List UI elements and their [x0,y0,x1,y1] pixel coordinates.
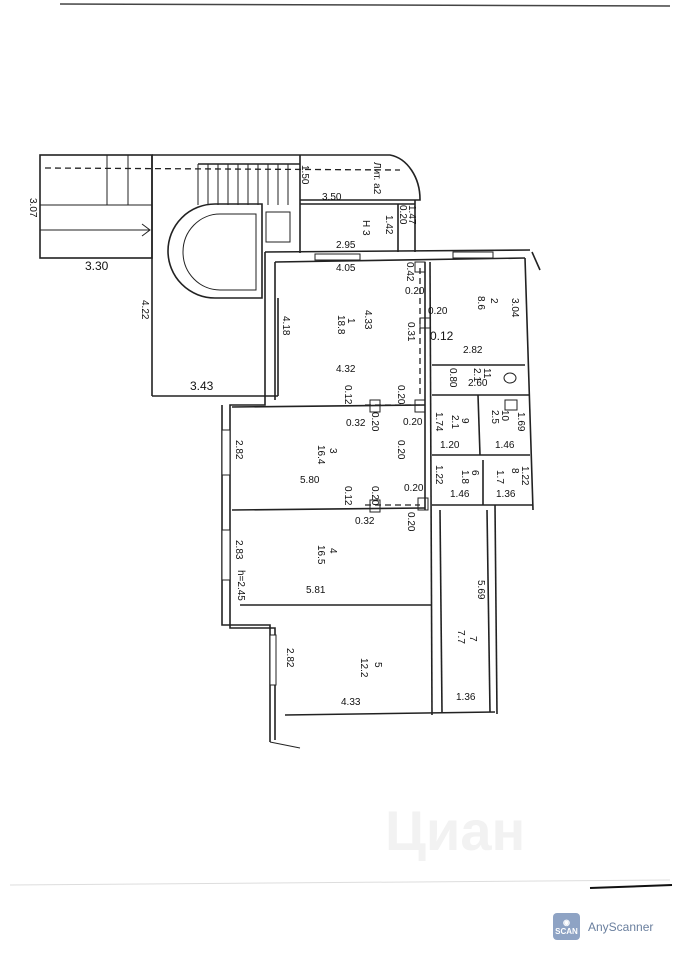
room-11-area: 2.1 [471,368,482,382]
dim: 0.12 [342,385,353,405]
room-6-height: 1.22 [433,465,444,485]
dim-h3-b: 1.42 [383,215,394,235]
dim: 0.20 [404,483,424,494]
room-8-bottom: 1.36 [496,489,516,500]
dim: 0.32 [346,418,366,429]
dim: 0.20 [428,306,448,317]
dim-landing-width: 3.43 [190,379,214,393]
room-9-number: 9 [459,418,470,424]
dim-landing-height: 4.22 [139,300,150,320]
room-3-bottom: 5.80 [300,475,320,486]
dim: 0.12 [342,486,353,506]
watermark: Циан [385,799,525,862]
room-10-number: 10 [499,410,510,422]
room-7-number: 7 [467,636,478,642]
room-10: 10 2.5 1.69 1.46 [489,410,526,451]
room-1: 4.05 4.33 1 18.8 4.18 4.32 [280,263,373,375]
dim: 0.12 [430,329,454,343]
room-4-height: 2.83 [233,540,244,560]
room-6-number: 6 [469,470,480,476]
room-5-number: 5 [372,662,383,668]
room-1-width: 4.05 [336,263,356,274]
dim-flight: 1.50 [299,165,310,185]
room-4-ceiling: h=2.45 [235,570,246,601]
room-11: 11 2.1 2.60 0.80 [447,368,492,389]
lit-label: Лит. а2 [371,162,382,195]
scan-edge-top [59,3,671,7]
dim: 0.20 [395,385,406,405]
room-7: 7 7.7 5.69 1.36 [455,580,486,703]
dim: 0.20 [405,286,425,297]
dim: 0.20 [405,512,416,532]
dim-h3-a: 3.50 [322,192,342,203]
room-1-left: 4.18 [280,316,291,336]
room-11-height: 0.80 [447,368,458,388]
scan-logo-text: SCAN [555,926,578,936]
dim: 0.32 [355,516,375,527]
room-2-bottom: 2.82 [463,345,483,356]
dim-h3-e: 2.95 [336,240,356,251]
wall-dimensions: 0.42 0.20 0.20 0.31 0.12 0.12 0.20 0.32 … [342,262,454,532]
room-8: 8 1.7 1.22 1.36 [494,466,530,500]
room-3-area: 16.4 [315,445,326,465]
room-6-area: 1.8 [459,470,470,484]
room-5: 5 12.2 2.82 4.33 [284,648,383,708]
room-3: 3 16.4 2.82 5.80 [233,440,338,486]
room-10-area: 2.5 [489,410,500,424]
anyscanner-badge: ◉SCAN AnyScanner [553,913,653,940]
dim: 0.20 [403,417,423,428]
room-8-number: 8 [509,468,520,474]
room-5-area: 12.2 [358,658,369,678]
dim: 0.31 [405,322,416,342]
room-9-area: 2.1 [449,415,460,429]
room-7-height: 5.69 [475,580,486,600]
dim: 0.20 [369,412,380,432]
room-7-area: 7.7 [455,630,466,644]
room-h3 [264,200,531,253]
dim-stair-length: 3.30 [85,259,109,273]
room-5-height: 2.82 [284,648,295,668]
room-1-area: 18.8 [335,315,346,335]
room-4: 4 16.5 2.83 h=2.45 5.81 [233,540,338,601]
entrance-stair [39,154,421,397]
scan-logo-icon: ◉SCAN [553,913,580,940]
room-5-bottom: 4.33 [341,697,361,708]
scan-edge-bottom [9,879,671,886]
dim: 0.20 [369,486,380,506]
room-1-bottom: 4.32 [336,364,356,375]
dim-h3-d: 1.47 [406,205,417,225]
room-8-height: 1.22 [519,466,530,486]
room-8-area: 1.7 [494,470,505,484]
room-3-height: 2.82 [233,440,244,460]
room-10-height: 1.69 [515,412,526,432]
room-4-number: 4 [327,548,338,554]
dim: 0.20 [395,440,406,460]
scan-mark [589,884,673,889]
room-7-bottom: 1.36 [456,692,476,703]
room-11-bottom: 2.60 [468,378,488,389]
room-2-number: 2 [488,298,499,304]
room-11-number: 11 [481,368,492,379]
room-9-height: 1.74 [433,412,444,432]
room-6: 6 1.8 1.22 1.46 [433,465,480,500]
room-2: 2 8.6 3.04 2.82 [463,296,520,356]
room-2-area: 8.6 [475,296,486,310]
room-4-bottom: 5.81 [306,585,326,596]
room-1-number: 1 [345,318,356,324]
apartment-walls [221,251,541,749]
room-1-height: 4.33 [362,310,373,330]
dim: 0.42 [404,262,415,282]
dim-h3-c: 0.20 [397,205,408,225]
scanner-name: AnyScanner [588,919,654,934]
dim-stair-width: 3.07 [27,198,38,218]
room-9: 9 2.1 1.74 1.20 [433,412,470,451]
room-9-bottom: 1.20 [440,440,460,451]
room-h3-label: Н 3 [360,220,371,236]
room-3-number: 3 [327,448,338,454]
room-2-height: 3.04 [509,298,520,318]
room-4-area: 16.5 [315,545,326,565]
room-10-bottom: 1.46 [495,440,515,451]
room-6-bottom: 1.46 [450,489,470,500]
